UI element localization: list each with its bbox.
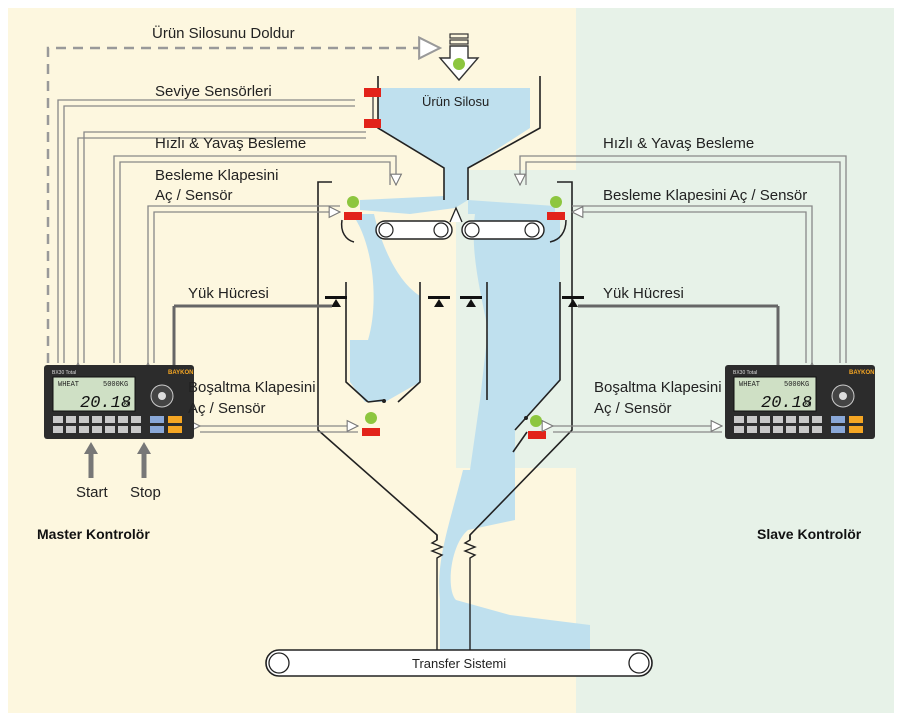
label-product-silo: Ürün Silosu	[422, 94, 489, 109]
fill-arrow-icon	[438, 33, 480, 82]
slave-unit: kg	[805, 401, 811, 407]
master-model: BX30 Total	[52, 370, 76, 376]
right-feed-gate-sensor	[547, 196, 567, 243]
right-feed-belt	[461, 220, 545, 240]
master-keypad[interactable]	[53, 416, 182, 433]
right-discharge-flap	[512, 431, 528, 453]
product-silo	[377, 76, 541, 200]
splitter	[449, 206, 463, 223]
master-product: WHEAT	[58, 381, 79, 389]
label-master-controller: Master Kontrolör	[37, 526, 150, 542]
slave-capacity: 5000KG	[784, 381, 809, 389]
master-unit: kg	[124, 401, 130, 407]
start-arrow-icon	[84, 442, 98, 478]
label-level-sensors: Seviye Sensörleri	[155, 83, 272, 100]
slave-product: WHEAT	[739, 381, 760, 389]
label-discharge-left-2: Aç / Sensör	[188, 400, 266, 417]
slave-controller[interactable]: BX30 Total BAYKON WHEAT 5000KG 20.18 kg	[725, 365, 875, 439]
label-fast-slow-feed-left: Hızlı & Yavaş Besleme	[155, 135, 306, 152]
left-weigh-hopper	[345, 282, 421, 403]
label-stop[interactable]: Stop	[130, 484, 161, 501]
slave-model: BX30 Total	[733, 370, 757, 376]
fill-silo-dashed-line	[46, 48, 440, 363]
label-feed-gate-left-2: Aç / Sensör	[155, 187, 233, 204]
master-brand: BAYKON	[168, 370, 193, 376]
label-transfer-system: Transfer Sistemi	[412, 656, 506, 671]
label-fill-silo: Ürün Silosunu Doldur	[152, 24, 295, 42]
right-discharge-sensor	[528, 415, 546, 439]
load-cells	[325, 296, 584, 307]
label-feed-gate-right: Besleme Klapesini Aç / Sensör	[603, 187, 807, 204]
label-slave-controller: Slave Kontrolör	[757, 526, 862, 542]
slave-signal-lines	[520, 155, 847, 433]
label-load-cell-right: Yük Hücresi	[603, 285, 684, 302]
label-discharge-right-1: Boşaltma Klapesini	[594, 379, 722, 396]
master-signal-lines	[57, 99, 396, 433]
label-fast-slow-feed-right: Hızlı & Yavaş Besleme	[603, 135, 754, 152]
label-load-cell-left: Yük Hücresi	[188, 285, 269, 302]
label-feed-gate-left-1: Besleme Klapesini	[155, 167, 278, 184]
slave-brand: BAYKON	[849, 370, 874, 376]
right-weigh-hopper	[486, 282, 561, 431]
master-nav-pad[interactable]	[158, 392, 166, 400]
label-discharge-right-2: Aç / Sensör	[594, 400, 672, 417]
level-sensors	[364, 88, 381, 128]
right-spring	[463, 535, 477, 650]
left-feed-gate-sensor	[340, 196, 362, 243]
label-start[interactable]: Start	[76, 484, 109, 501]
slave-keypad[interactable]	[734, 416, 863, 433]
slave-nav-pad[interactable]	[839, 392, 847, 400]
master-capacity: 5000KG	[103, 381, 128, 389]
master-controller[interactable]: BX30 Total BAYKON WHEAT 5000KG 20.18 kg	[44, 365, 194, 439]
master-reading: 20.18	[80, 394, 131, 413]
slave-zone-bg	[576, 8, 894, 713]
left-feed-belt	[375, 220, 453, 240]
product-flow	[350, 88, 590, 650]
stop-arrow-icon	[137, 442, 151, 478]
slave-reading: 20.18	[761, 394, 812, 413]
left-discharge-sensor	[362, 412, 380, 436]
left-spring	[430, 535, 444, 650]
transfer-conveyor[interactable]	[265, 649, 653, 677]
label-discharge-left-1: Boşaltma Klapesini	[188, 379, 316, 396]
